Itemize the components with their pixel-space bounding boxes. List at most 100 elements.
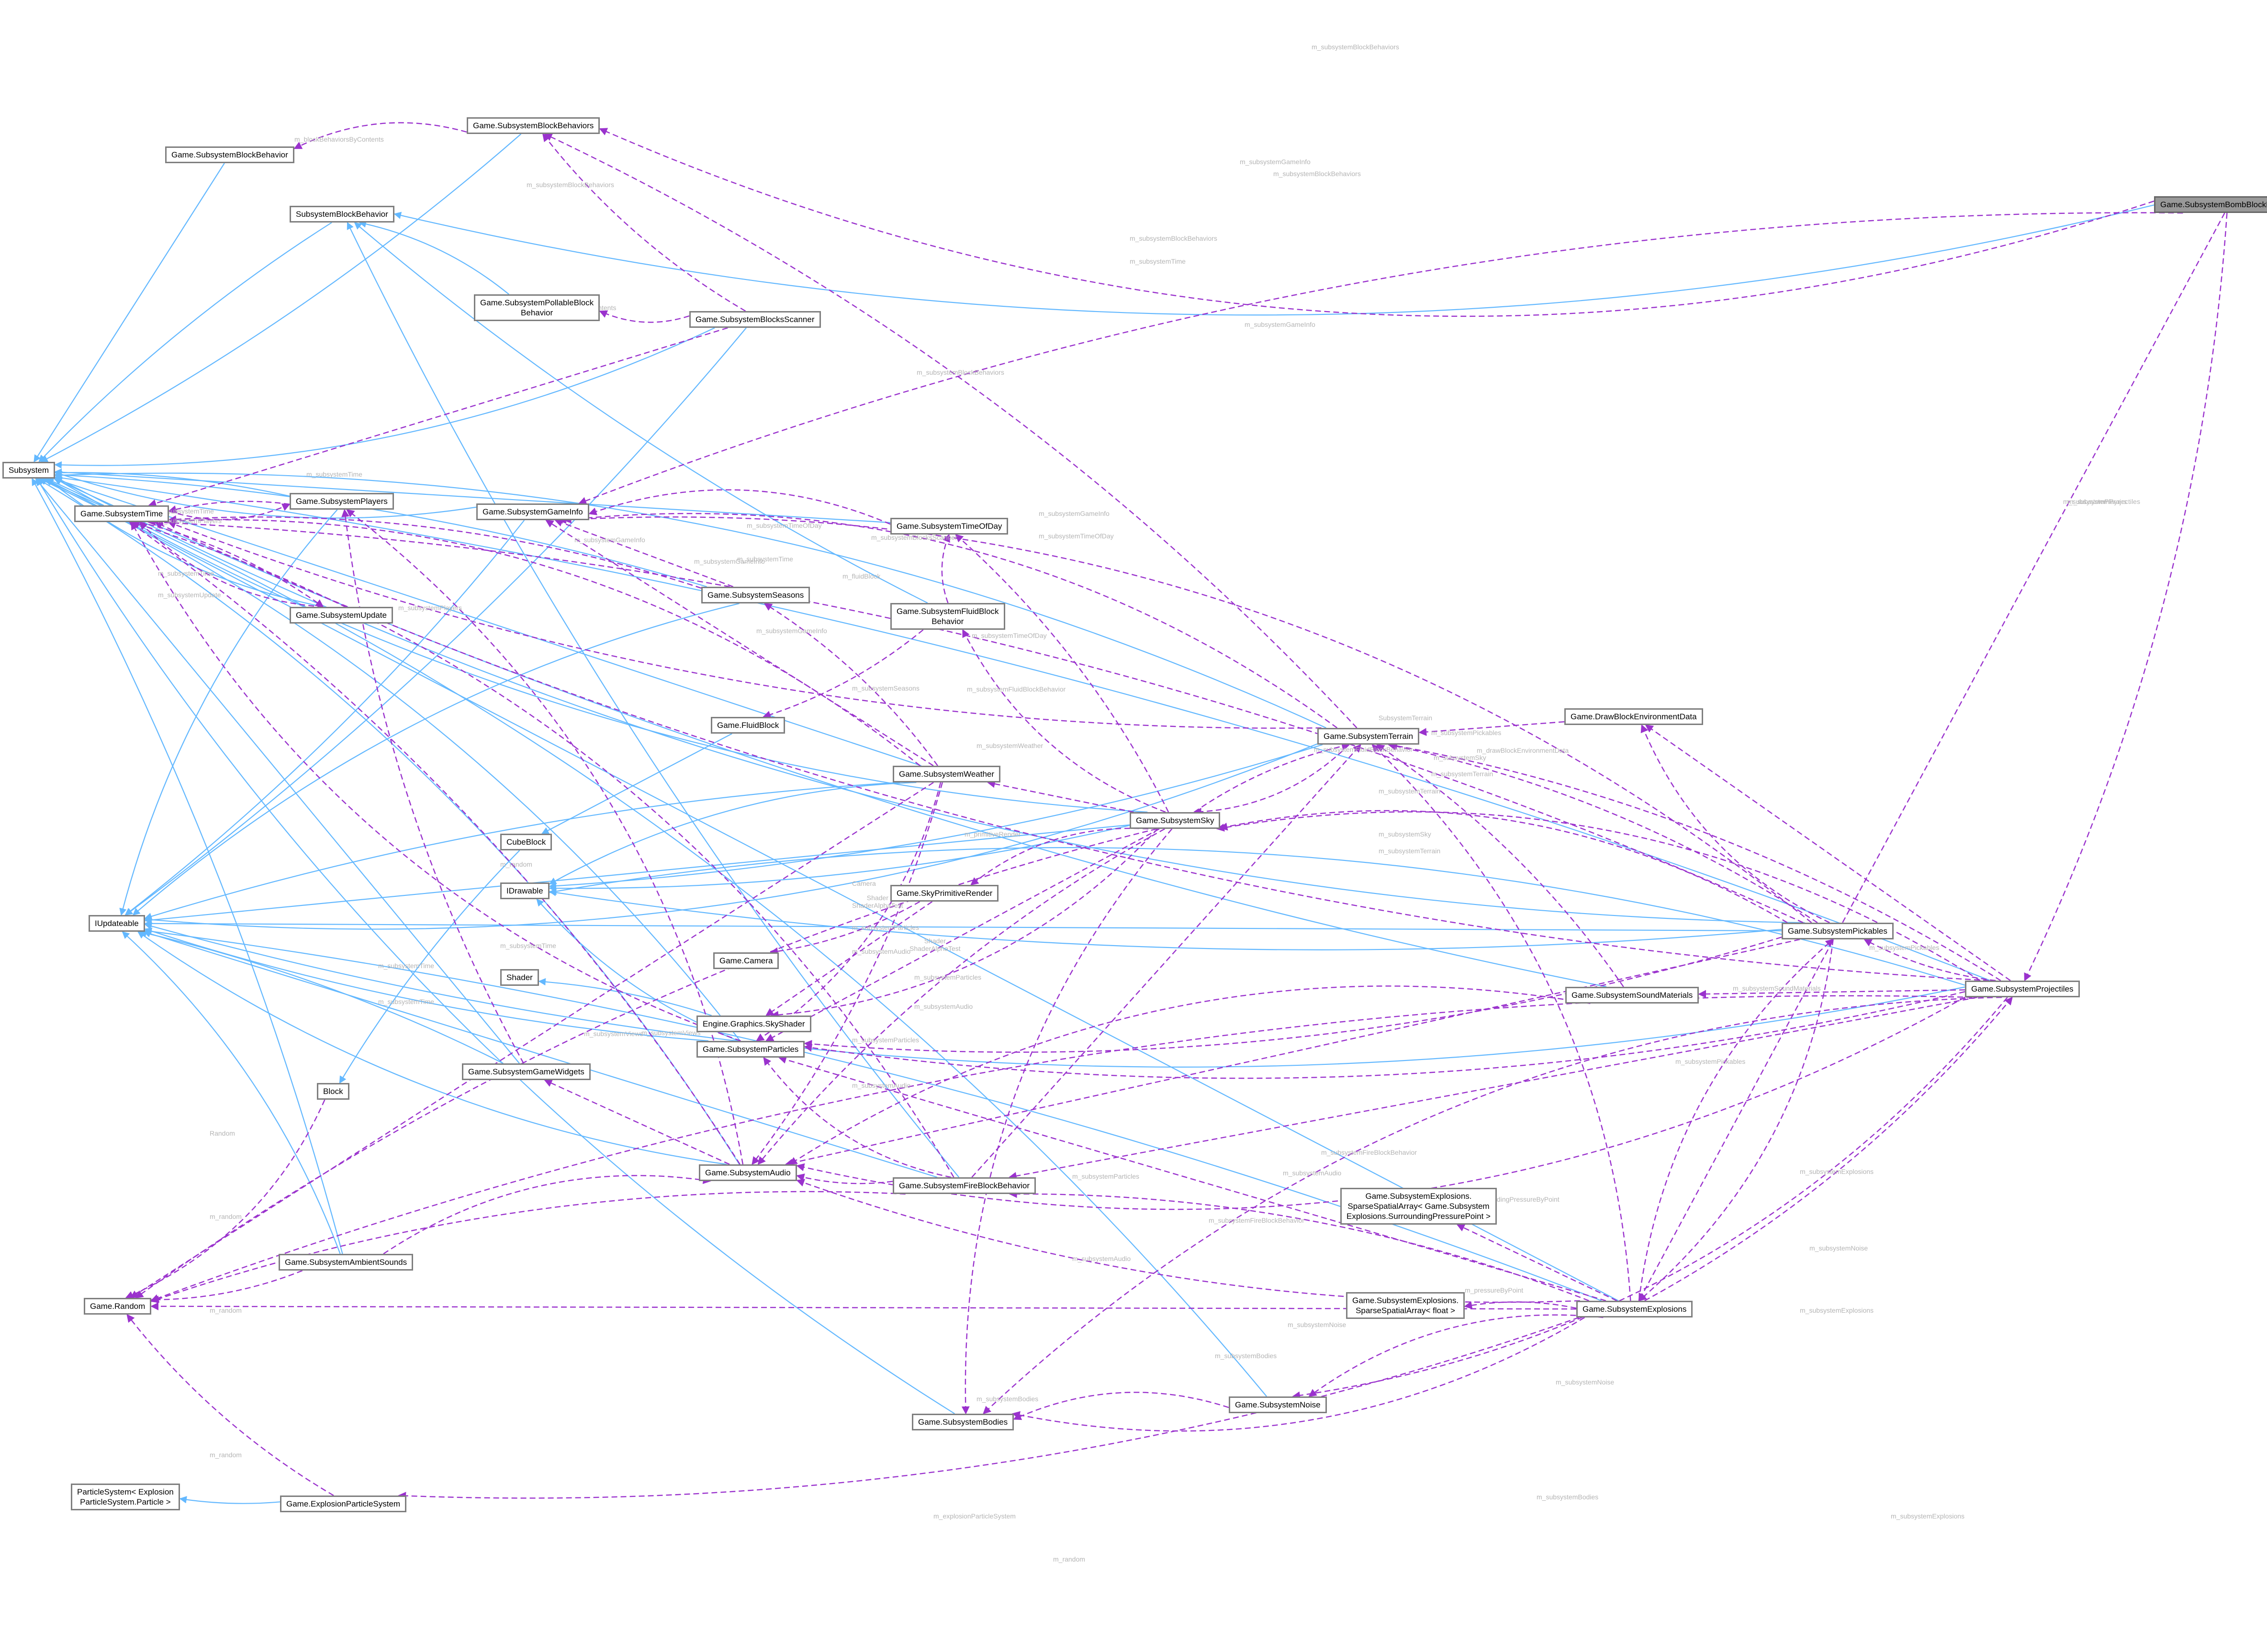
inheritance-edge [54, 471, 1326, 728]
class-node-ambient[interactable]: Game.SubsystemAmbientSounds [279, 1254, 414, 1271]
inheritance-edge [549, 889, 1782, 950]
usage-edge [971, 744, 1361, 1178]
class-node-weather[interactable]: Game.SubsystemWeather [893, 766, 1001, 782]
inheritance-edge [122, 931, 341, 1254]
usage-edge [599, 128, 2155, 317]
class-node-surrounding[interactable]: Game.SubsystemExplosions. SparseSpatialA… [1340, 1188, 1497, 1225]
inheritance-edge [36, 478, 955, 1414]
inheritance-edge [35, 478, 520, 1064]
class-node-shader[interactable]: Shader [500, 969, 539, 986]
usage-edge [578, 212, 2183, 505]
edge-label: m_subsystemBlockBehaviors [1130, 234, 1217, 242]
class-node-soundMaterials[interactable]: Game.SubsystemSoundMaterials [1565, 987, 1699, 1004]
edge-label: m_subsystemSoundMaterials [1733, 984, 1821, 992]
class-node-sky[interactable]: Game.SubsystemSky [1130, 812, 1221, 829]
usage-edge [131, 521, 741, 1042]
class-node-cubeBlock[interactable]: CubeBlock [500, 834, 552, 850]
class-node-drawEnv[interactable]: Game.DrawBlockEnvironmentData [1564, 708, 1703, 725]
class-node-audio[interactable]: Game.SubsystemAudio [699, 1164, 797, 1181]
class-node-camera[interactable]: Game.Camera [713, 952, 779, 969]
usage-edge [1011, 1317, 1585, 1432]
edge-label: m_subsystemTerrain [1379, 787, 1441, 795]
class-node-gameWidgets[interactable]: Game.SubsystemGameWidgets [462, 1063, 591, 1080]
inheritance-edge [125, 327, 747, 915]
edge-label: m_subsystemParticles [852, 1036, 920, 1044]
class-node-explosionParticles[interactable]: Game.ExplosionParticleSystem [280, 1496, 407, 1512]
usage-edge [126, 1314, 334, 1496]
usage-edge [1638, 212, 2225, 1302]
edge-label: m_blockBehaviorsByContents [294, 135, 384, 143]
class-node-noise[interactable]: Game.SubsystemNoise [1229, 1396, 1327, 1413]
usage-edge [148, 327, 728, 507]
class-node-bomb[interactable]: Game.SubsystemBombBlockBehavior [2154, 196, 2267, 213]
class-node-bodies[interactable]: Game.SubsystemBodies [912, 1414, 1014, 1430]
class-node-update[interactable]: Game.SubsystemUpdate [290, 607, 393, 624]
edge-label: m_subsystemPickables [1869, 944, 1940, 951]
edge-label: m_subsystemTime [158, 569, 214, 577]
class-node-skyShader[interactable]: Engine.Graphics.SkyShader [696, 1016, 811, 1032]
class-node-players[interactable]: Game.SubsystemPlayers [290, 493, 394, 510]
usage-edge [962, 629, 1166, 813]
inheritance-edge [36, 478, 740, 1165]
edge-label: m_subsystemParticles [914, 973, 982, 981]
class-node-timeOfDay[interactable]: Game.SubsystemTimeOfDay [890, 518, 1009, 535]
inheritance-edge [144, 781, 900, 920]
usage-edge [1464, 1301, 1577, 1309]
edge-label: m_subsystemViews [584, 1030, 643, 1038]
edge-label: m_subsystemBodies [1215, 1352, 1277, 1360]
class-node-sparseFloat[interactable]: Game.SubsystemExplosions. SparseSpatialA… [1346, 1292, 1465, 1319]
class-node-time[interactable]: Game.SubsystemTime [74, 505, 169, 522]
class-node-blockBehaviors[interactable]: Game.SubsystemBlockBehaviors [467, 117, 600, 134]
inheritance-edge [132, 603, 740, 916]
class-node-explosions[interactable]: Game.SubsystemExplosions [1576, 1301, 1693, 1317]
edge-label: m_subsystemTime [378, 998, 434, 1005]
class-node-fluidBlock[interactable]: Game.FluidBlock [711, 717, 786, 734]
class-node-fireBehavior[interactable]: Game.SubsystemFireBlockBehavior [893, 1177, 1036, 1194]
edge-label: m_subsystemNoise [1809, 1244, 1868, 1252]
edge-label: m_subsystemExplosions [1891, 1512, 1965, 1520]
class-node-gameBlockBehavior[interactable]: Game.SubsystemBlockBehavior [165, 146, 294, 163]
usage-edge [154, 521, 1989, 982]
inheritance-edge [549, 781, 917, 885]
usage-edge [147, 517, 920, 766]
usage-edge [1009, 1190, 1589, 1302]
class-node-subsystem[interactable]: Subsystem [2, 462, 56, 479]
class-node-idrawable[interactable]: IDrawable [500, 882, 550, 899]
class-node-skyPrimitive[interactable]: Game.SkyPrimitiveRender [890, 885, 999, 902]
class-node-iupdateable[interactable]: IUpdateable [89, 915, 145, 932]
class-node-pollable[interactable]: Game.SubsystemPollableBlock Behavior [474, 294, 600, 321]
class-node-random[interactable]: Game.Random [84, 1298, 152, 1315]
class-node-blockBehavior[interactable]: SubsystemBlockBehavior [290, 206, 394, 223]
usage-edge [1640, 724, 1830, 924]
class-node-particles[interactable]: Game.SubsystemParticles [696, 1041, 805, 1058]
class-node-gameInfo[interactable]: Game.SubsystemGameInfo [476, 503, 589, 520]
usage-edge [1644, 996, 2013, 1302]
edge-label: SubsystemTerrain [1379, 714, 1433, 722]
class-node-projectiles[interactable]: Game.SubsystemProjectiles [1965, 981, 2080, 997]
usage-edge [752, 782, 943, 1165]
usage-edge [1013, 1392, 1229, 1420]
usage-edge [129, 522, 741, 1165]
usage-edge [763, 603, 938, 766]
class-node-terrain[interactable]: Game.SubsystemTerrain [1317, 728, 1420, 745]
class-node-pickables[interactable]: Game.SubsystemPickables [1782, 923, 1894, 939]
usage-edge [341, 509, 524, 1064]
edge-label: m_subsystemTime [306, 470, 362, 478]
class-node-scanner[interactable]: Game.SubsystemBlocksScanner [689, 311, 821, 328]
class-node-block[interactable]: Block [317, 1083, 349, 1100]
usage-edge [987, 780, 1134, 813]
edge-label: m_subsystemTime [158, 507, 214, 515]
class-node-particleSystem[interactable]: ParticleSystem< Explosion ParticleSystem… [71, 1484, 180, 1510]
class-node-seasons[interactable]: Game.SubsystemSeasons [701, 587, 810, 603]
edge-label: m_subsystemAudio [852, 1082, 911, 1089]
class-node-fluidBehavior[interactable]: Game.SubsystemFluidBlock Behavior [890, 603, 1005, 630]
edge-label: m_subsystemNoise [1288, 1321, 1347, 1328]
edge-label: m_drawBlockEnvironmentData [1477, 747, 1569, 754]
usage-edge [150, 995, 1972, 1302]
edge-label: m_random [210, 1213, 242, 1220]
edge-label: m_subsystemGameInfo [694, 558, 765, 565]
edge-label: m_subsystemTerrain [1379, 847, 1441, 855]
usage-edge [168, 515, 702, 589]
edge-label: m_subsystemTerrain [1431, 770, 1493, 778]
edge-label: m_subsystemPlayers [158, 517, 222, 525]
